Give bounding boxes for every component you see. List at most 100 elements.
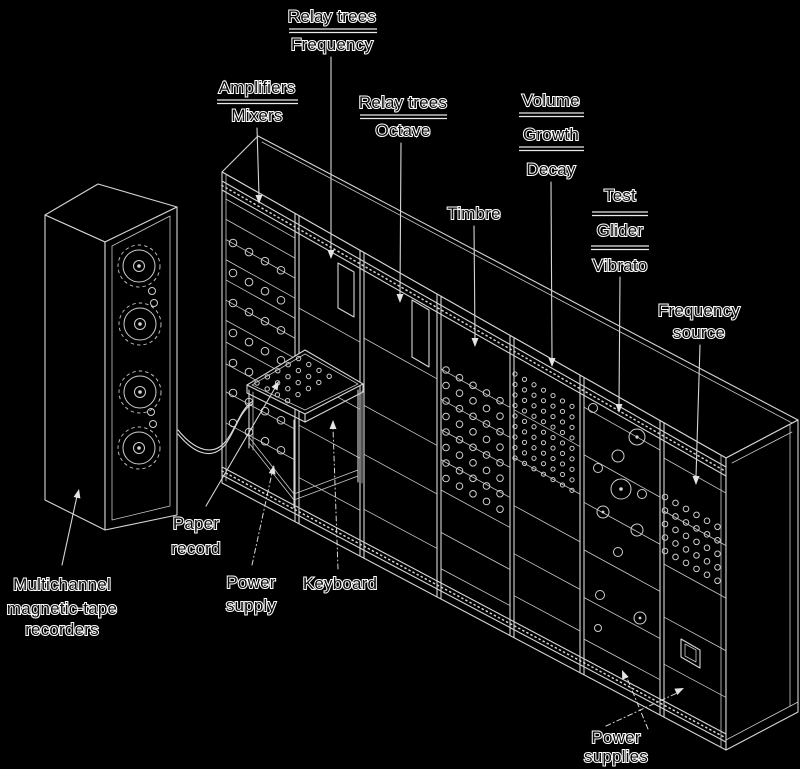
panel-knob <box>469 474 477 483</box>
panel-knob <box>469 490 477 498</box>
rack-side-bottom-inner <box>725 701 799 741</box>
panel-knob <box>521 408 528 414</box>
panel-line <box>225 299 296 339</box>
panel-knob <box>540 398 547 404</box>
panel-knob <box>496 489 504 498</box>
console-legs <box>248 389 363 510</box>
label-text: Octave <box>375 121 430 140</box>
rack-top-rail-hatch <box>221 184 727 473</box>
panel-knob <box>512 402 518 409</box>
panel-knob <box>531 424 537 430</box>
leader-line <box>618 276 621 406</box>
panel-knob <box>228 358 238 368</box>
panel-knob <box>228 238 238 248</box>
leader-line <box>205 387 276 507</box>
panel-knob <box>228 388 238 398</box>
panel-knob <box>661 547 669 555</box>
panel-line <box>298 424 361 459</box>
label-text: Relay trees <box>359 93 447 112</box>
label-text: Decay <box>526 160 575 179</box>
panel-knob <box>455 389 464 397</box>
panel-knob <box>672 540 679 547</box>
leader-line <box>550 181 553 360</box>
panel-knob <box>714 550 721 558</box>
label-text: Paper <box>173 514 220 533</box>
panel-knob <box>260 316 270 326</box>
paper-record-dot <box>264 374 271 380</box>
label-amplifiers-mixers: Amplifiers Mixers <box>217 77 298 204</box>
panel-knob <box>521 387 528 393</box>
panel-line <box>225 259 296 299</box>
panel-knob <box>703 544 711 552</box>
panel-knob <box>661 534 669 541</box>
paper-record-dot <box>274 392 281 398</box>
panel-knob <box>521 450 528 456</box>
panel-knob <box>540 471 547 477</box>
console-skirt <box>246 383 364 423</box>
label-text: supply <box>226 596 277 615</box>
panel-knob <box>531 434 537 440</box>
panel-knob <box>559 471 566 478</box>
panel-knob <box>682 546 690 553</box>
panel-knob <box>455 466 464 475</box>
label-text: Vibrato <box>593 256 648 275</box>
label-relay-frequency: Relay trees Frequency <box>287 6 377 259</box>
panel-line <box>513 553 581 590</box>
panel-knob <box>228 328 238 338</box>
tape-reel <box>118 370 162 414</box>
panel-line <box>225 422 296 461</box>
label-keyboard: Keyboard <box>302 420 378 594</box>
paper-record-dot <box>326 373 332 379</box>
panel-knob <box>455 482 464 490</box>
paper-record-dot <box>254 380 260 386</box>
panel-knob <box>531 382 537 388</box>
panel-knob <box>496 412 504 420</box>
panel-knob <box>276 265 286 275</box>
panel-knob <box>455 451 464 459</box>
panel-knob <box>512 455 518 461</box>
label-text: Relay trees <box>288 7 376 26</box>
panel-knob <box>521 460 528 466</box>
panel-knob <box>482 435 491 444</box>
panel-knob <box>714 563 721 571</box>
panel-knob <box>512 413 518 419</box>
panel-knob <box>482 466 491 475</box>
label-power-supplies: Power supplies <box>583 670 684 767</box>
paper-record-dot <box>305 385 312 392</box>
panel-line <box>583 501 661 545</box>
rack-bottom-rail <box>221 466 727 735</box>
leader-line <box>332 427 339 570</box>
paper-record-dot <box>264 386 270 392</box>
panel-knob <box>661 507 669 514</box>
panel-knob <box>531 392 537 398</box>
panel-line <box>298 477 361 511</box>
panel-line <box>225 319 296 359</box>
panel-knob <box>703 531 711 538</box>
paper-record-dot <box>305 373 312 380</box>
panel-line <box>663 510 727 546</box>
panel-knob <box>540 429 547 435</box>
panel-knob <box>714 536 721 544</box>
label-text: Glider <box>597 221 644 240</box>
panel-line <box>583 549 661 592</box>
rack-side-top-inner <box>731 431 793 464</box>
arrowhead <box>471 338 479 347</box>
panel-knob <box>260 256 270 266</box>
panel-knob <box>521 397 528 403</box>
paper-record-dot <box>295 367 302 374</box>
panel-knob <box>512 423 518 430</box>
arrowhead <box>674 688 684 695</box>
label-text: Growth <box>523 125 579 144</box>
blank-panel-bay2 <box>337 262 355 318</box>
label-text: Frequency <box>291 35 373 54</box>
panel-knob <box>540 387 547 393</box>
panel-knob <box>442 474 450 483</box>
label-text: Test <box>604 186 636 205</box>
panel-knob <box>260 286 270 296</box>
paper-record-dot <box>285 374 291 380</box>
panel-knob <box>682 519 690 526</box>
paper-record-dots <box>254 355 332 404</box>
panel-line <box>298 307 361 343</box>
panel-line <box>663 457 727 494</box>
